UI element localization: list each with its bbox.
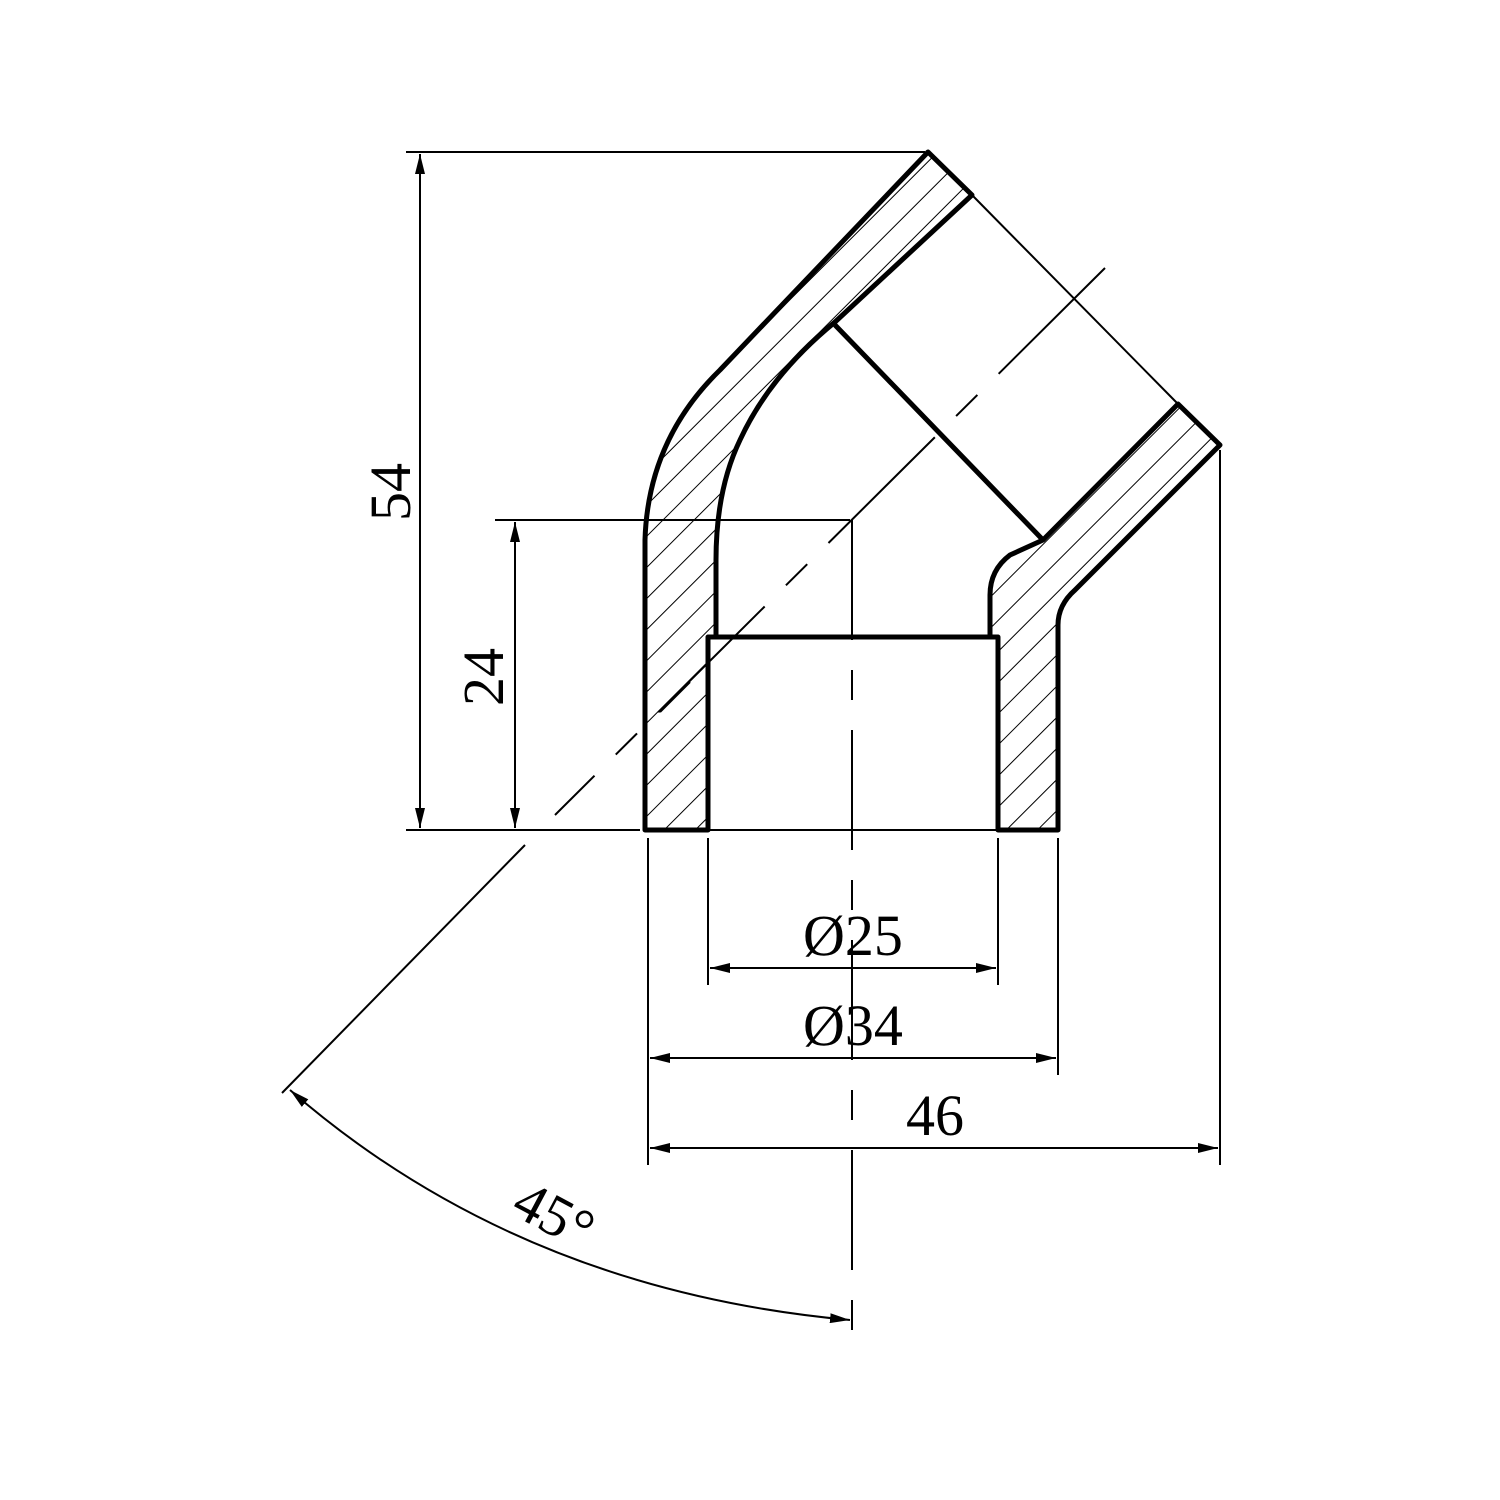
label-46: 46 <box>906 1083 964 1148</box>
label-24: 24 <box>451 648 516 706</box>
label-d34: Ø34 <box>803 993 903 1058</box>
label-angle: 45° <box>503 1167 605 1263</box>
label-54: 54 <box>358 463 423 521</box>
dimension-lines <box>289 154 1218 1324</box>
center-lines <box>281 267 1106 1335</box>
left-wall-section <box>642 149 975 833</box>
extension-lines <box>406 151 1221 1165</box>
right-wall-section <box>987 401 1223 833</box>
dim-angle-arc <box>289 1089 851 1324</box>
label-d25: Ø25 <box>803 903 903 968</box>
